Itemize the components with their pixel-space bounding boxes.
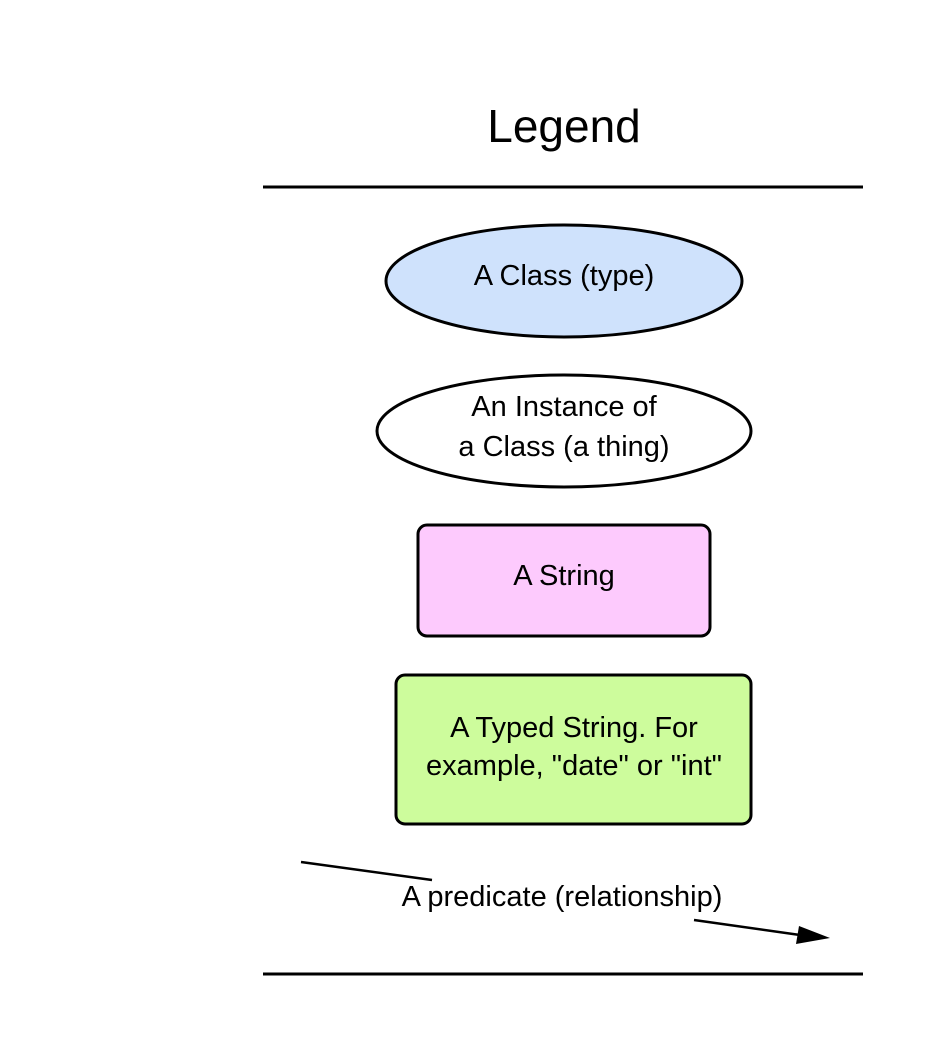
typed-string-box <box>394 673 753 826</box>
class-ellipse <box>384 223 744 339</box>
predicate-legend-item: A predicate (relationship) <box>300 860 830 944</box>
instance-label-line-2: a Class (a thing) <box>458 431 669 463</box>
predicate-arrowhead-icon <box>796 926 830 944</box>
typed-string-legend-item: A Typed String. For example, "date" or "… <box>394 673 753 826</box>
predicate-arrow-tail <box>300 860 433 882</box>
legend-title: Legend <box>487 100 641 152</box>
predicate-arrow-shaft <box>693 918 801 937</box>
predicate-label: A predicate (relationship) <box>402 881 723 913</box>
instance-ellipse <box>375 373 753 489</box>
string-label: A String <box>513 560 615 592</box>
class-legend-item: A Class (type) <box>384 223 744 339</box>
class-label: A Class (type) <box>474 260 655 292</box>
typed-string-label-line-1: A Typed String. For <box>450 712 698 744</box>
instance-label-line-1: An Instance of <box>471 391 657 423</box>
instance-legend-item: An Instance of a Class (a thing) <box>375 373 753 489</box>
string-legend-item: A String <box>416 523 712 638</box>
typed-string-label-line-2: example, "date" or "int" <box>426 750 722 782</box>
string-box <box>416 523 712 638</box>
